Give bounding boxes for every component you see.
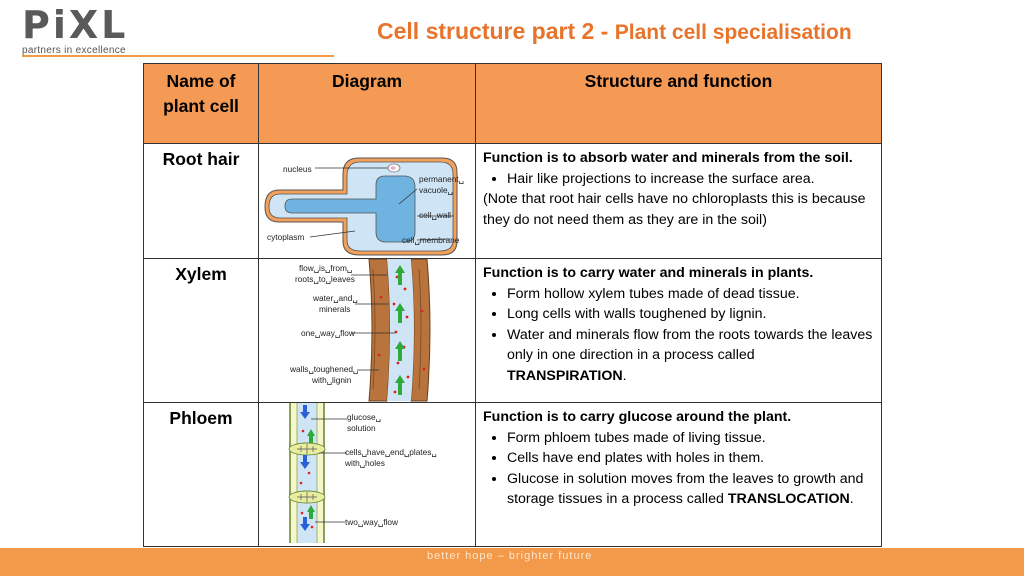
xylem-function: Function is to carry water and minerals … [475,258,882,403]
label-one-way-flow: one␣way␣flow [301,328,355,338]
root-hair-function-heading: Function is to absorb water and minerals… [483,150,853,166]
logo-underline [22,55,334,57]
term-translocation: TRANSLOCATION [727,491,850,507]
label-glucose: glucose␣ [347,412,381,422]
xylem-bullet-3-text: Water and minerals flow from the roots t… [507,326,873,364]
pixl-logo: PiXL partners in excellence [22,6,128,56]
xylem-diagram: flow␣is␣from␣ roots␣to␣leaves water␣and␣… [258,258,476,403]
list-item: Cells have end plates with holes in them… [507,448,875,469]
table-row: Root hair nucleus permanent␣ vacuole␣ ce… [143,143,882,259]
list-item: Glucose in solution moves from the leave… [507,469,875,510]
label-roots-to-leaves: roots␣to␣leaves [295,274,355,284]
root-hair-diagram: nucleus permanent␣ vacuole␣ cell␣wall cy… [258,143,476,259]
list-item: Long cells with walls toughened by ligni… [507,304,875,325]
label-water-and: water␣and␣ [313,293,358,303]
label-flow-is-from: flow␣is␣from␣ [299,263,353,273]
xylem-function-heading: Function is to carry water and minerals … [483,265,814,281]
phloem-bullet-3-text: Glucose in solution moves from the leave… [507,470,864,508]
cell-name-phloem: Phloem [143,402,259,547]
root-hair-cell-drawing [264,157,458,256]
term-transpiration: TRANSPIRATION [507,367,623,384]
label-cytoplasm: cytoplasm [267,232,305,242]
list-item: Hair like projections to increase the su… [507,169,875,190]
plant-cell-table: Name of plant cell Diagram Structure and… [143,63,882,547]
phloem-bullets: Form phloem tubes made of living tissue.… [483,428,875,510]
logo-wordmark: PiXL [22,3,129,47]
root-hair-note: (Note that root hair cells have no chlor… [483,191,866,228]
label-with-holes: with␣holes [345,458,385,468]
label-minerals: minerals [319,304,351,314]
logo-tagline: partners in excellence [22,45,126,56]
label-two-way-flow: two␣way␣flow [345,517,398,527]
root-hair-bullets: Hair like projections to increase the su… [483,169,875,190]
label-vacuole: vacuole␣ [419,185,453,195]
cell-name-root-hair: Root hair [143,143,259,259]
label-permanent: permanent␣ [419,174,464,184]
label-cell-wall: cell␣wall [419,210,452,220]
label-with-lignin: with␣lignin [312,375,352,385]
title-main: Cell structure part 2 - [377,18,615,44]
cell-name-xylem: Xylem [143,258,259,403]
title-sub: Plant cell specialisation [614,21,852,44]
list-item: Form hollow xylem tubes made of dead tis… [507,284,875,305]
label-walls-toughened: walls␣toughened␣ [290,364,359,374]
xylem-bullet-3-end: . [622,367,627,384]
footer-slogan: better hope – brighter future [427,550,593,562]
list-item: Water and minerals flow from the roots t… [507,325,875,387]
xylem-bullets: Form hollow xylem tubes made of dead tis… [483,284,875,387]
table-row: Xylem [143,258,882,403]
list-item: Form phloem tubes made of living tissue. [507,428,875,449]
phloem-function-heading: Function is to carry glucose around the … [483,409,792,425]
root-hair-function: Function is to absorb water and minerals… [475,143,882,259]
phloem-tube-drawing [288,403,347,543]
label-nucleus: nucleus [283,164,312,174]
label-cells-have-end-plates: cells␣have␣end␣plates␣ [345,447,437,457]
phloem-diagram: glucose␣ solution cells␣have␣end␣plates␣… [258,402,476,547]
label-cell-membrane: cell␣membrane [402,235,460,245]
slide-title: Cell structure part 2 - Plant cell speci… [377,18,852,45]
header-name: Name of plant cell [143,63,259,144]
xylem-tube-drawing [351,259,431,402]
table-row: Phloem [143,402,882,547]
phloem-function: Function is to carry glucose around the … [475,402,882,547]
phloem-bullet-3-end: . [849,491,854,507]
header-diagram: Diagram [258,63,476,144]
footer-bar: better hope – brighter future [0,548,1024,576]
header-structure: Structure and function [475,63,882,144]
table-header-row: Name of plant cell Diagram Structure and… [143,63,882,144]
label-solution: solution [347,423,376,433]
